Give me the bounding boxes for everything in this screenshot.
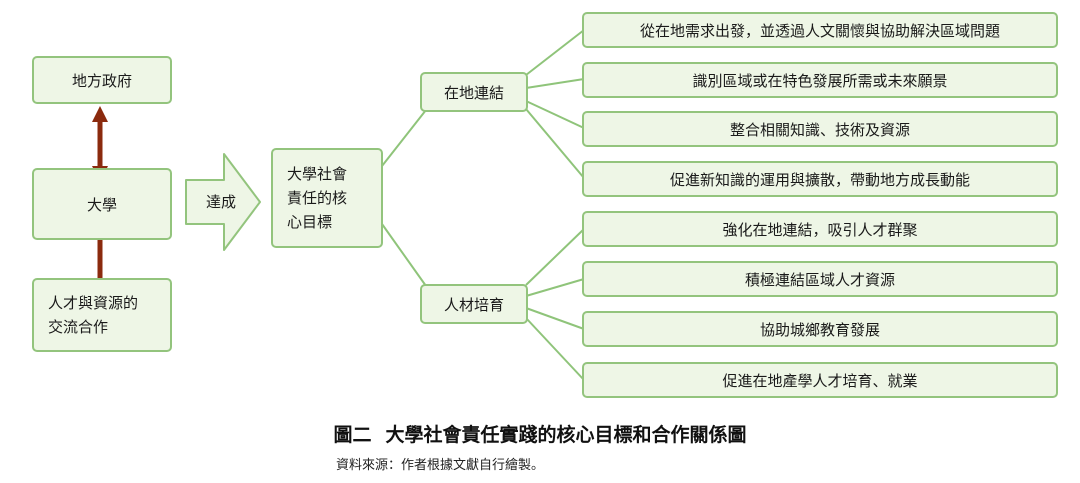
talent-leaf-3-label: 協助城鄉教育發展 xyxy=(759,320,880,339)
connector-core-local xyxy=(381,109,427,167)
local-leaf-2: 識別區域或在特色發展所需或未來願景 xyxy=(582,62,1058,98)
talent-leaf-3: 協助城鄉教育發展 xyxy=(582,311,1058,347)
partner-university-label: 大學 xyxy=(86,195,117,214)
connector-talent-leaf-4 xyxy=(525,317,585,381)
connector-core-talent xyxy=(381,223,427,287)
figure-title: 大學社會責任實踐的核心目標和合作關係圖 xyxy=(385,424,747,446)
partner-exchange-box: 人才與資源的交流合作 xyxy=(32,278,172,352)
connector-local-leaf-1 xyxy=(525,29,585,76)
local-leaf-4-label: 促進新知識的運用與擴散，帶動地方成長動能 xyxy=(669,170,970,189)
local-leaf-1-label: 從在地需求出發，並透過人文關懷與協助解決區域問題 xyxy=(639,21,1000,40)
figure-number: 圖二 xyxy=(333,424,372,446)
partner-government-box: 地方政府 xyxy=(32,56,172,104)
local-leaf-3: 整合相關知識、技術及資源 xyxy=(582,111,1058,147)
local-leaf-3-label: 整合相關知識、技術及資源 xyxy=(729,120,910,139)
branch-talent-label: 人材培育 xyxy=(443,295,504,314)
partner-government-label: 地方政府 xyxy=(71,71,132,90)
connector-talent-leaf-1 xyxy=(525,228,585,286)
core-goal-label: 大學社會責任的核心目標 xyxy=(287,165,348,231)
talent-leaf-4-label: 促進在地產學人才培育、就業 xyxy=(722,371,918,390)
talent-leaf-4: 促進在地產學人才培育、就業 xyxy=(582,362,1058,398)
branch-local-box: 在地連結 xyxy=(420,72,528,112)
local-leaf-1: 從在地需求出發，並透過人文關懷與協助解決區域問題 xyxy=(582,12,1058,48)
branch-talent-box: 人材培育 xyxy=(420,284,528,324)
core-goal-box: 大學社會責任的核心目標 xyxy=(271,148,383,248)
connector-talent-leaf-2 xyxy=(525,278,585,297)
partner-university-box: 大學 xyxy=(32,168,172,240)
figure-source: 資料來源：作者根據文獻自行繪製。 xyxy=(336,458,545,473)
talent-leaf-2-label: 積極連結區域人才資源 xyxy=(744,270,895,289)
connector-local-leaf-4 xyxy=(525,108,585,179)
achieve-arrow-icon xyxy=(185,153,261,251)
connector-talent-leaf-3 xyxy=(525,307,585,330)
connector-local-leaf-3 xyxy=(525,100,585,129)
talent-leaf-1-label: 強化在地連結，吸引人才群聚 xyxy=(722,220,918,239)
talent-leaf-1: 強化在地連結，吸引人才群聚 xyxy=(582,211,1058,247)
talent-leaf-2: 積極連結區域人才資源 xyxy=(582,261,1058,297)
achieve-label: 達成 xyxy=(205,193,236,211)
connector-local-leaf-2 xyxy=(525,78,585,89)
branch-local-label: 在地連結 xyxy=(443,83,504,102)
partner-exchange-label: 人才與資源的交流合作 xyxy=(48,294,139,336)
figure-caption: 圖二大學社會責任實踐的核心目標和合作關係圖 xyxy=(0,420,1080,447)
local-leaf-4: 促進新知識的運用與擴散，帶動地方成長動能 xyxy=(582,161,1058,197)
local-leaf-2-label: 識別區域或在特色發展所需或未來願景 xyxy=(692,71,948,90)
